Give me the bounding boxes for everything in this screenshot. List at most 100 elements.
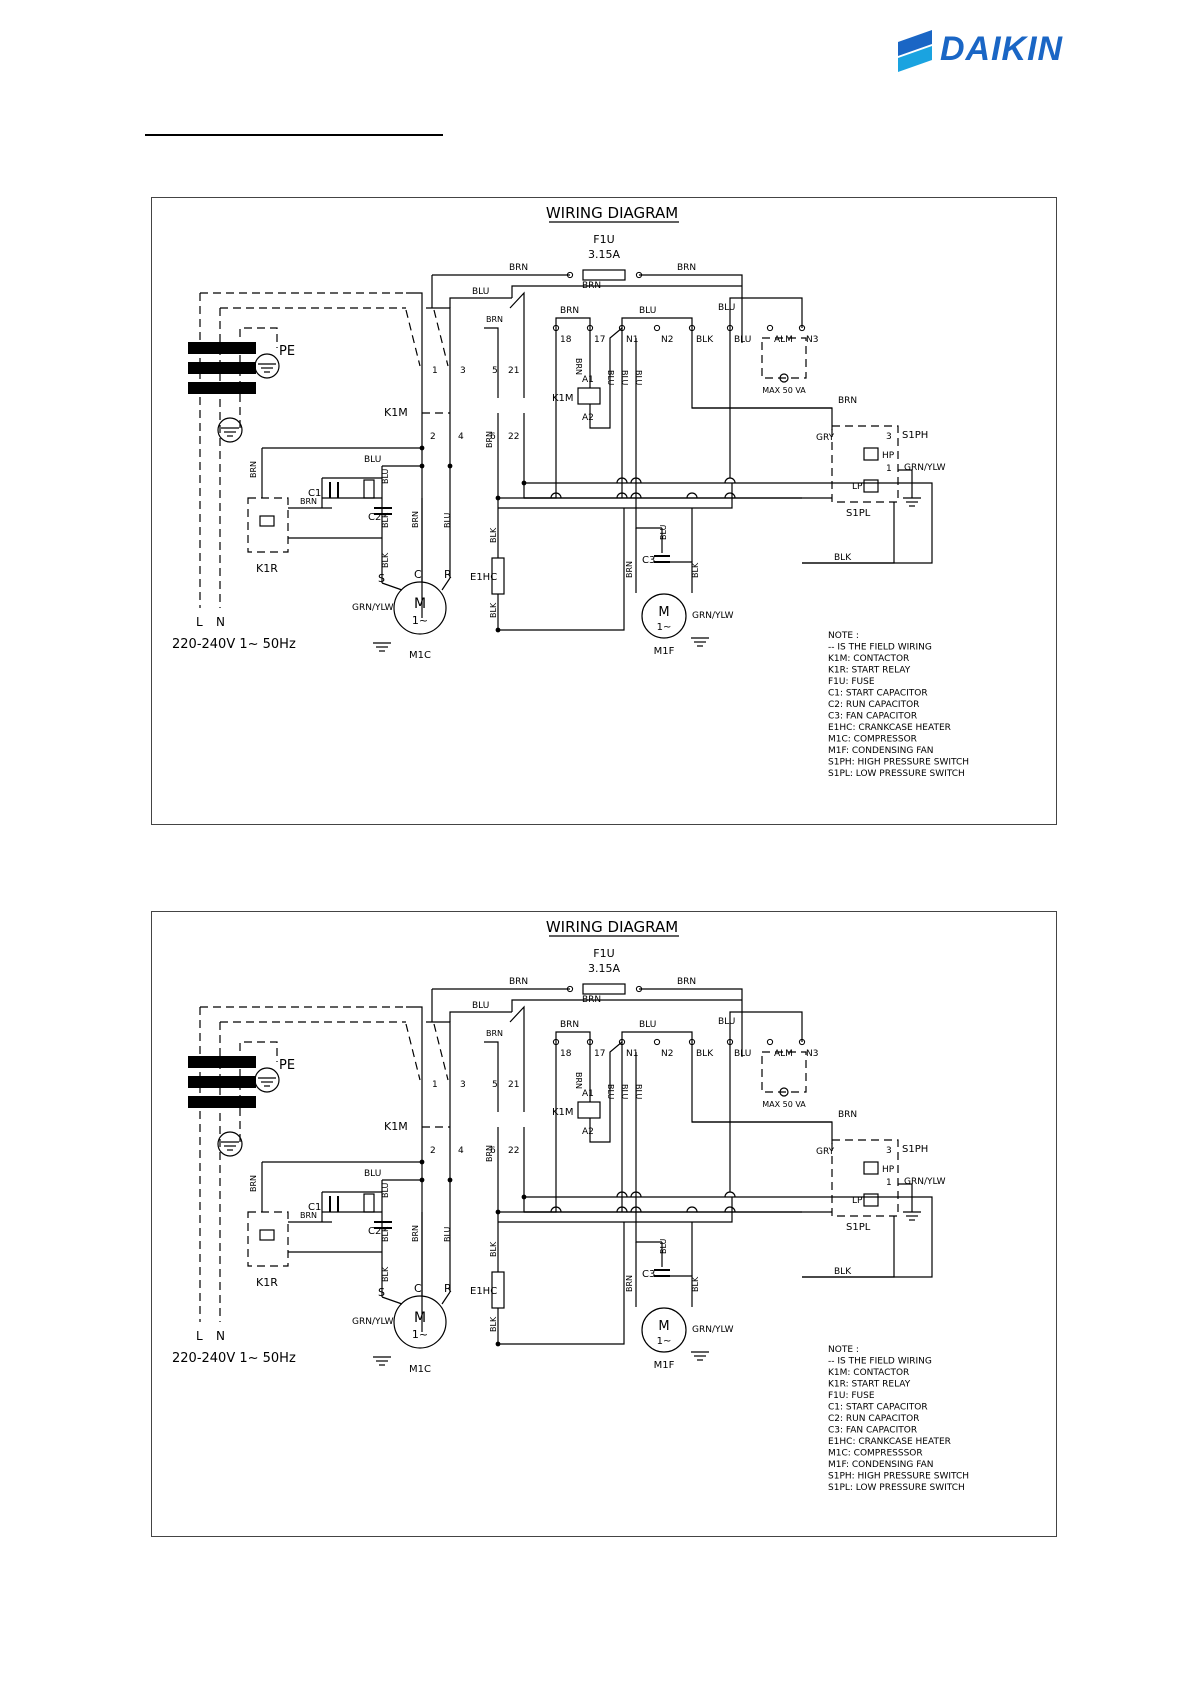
motor-phase-label: 1~	[657, 1336, 672, 1347]
wire-crossover	[630, 477, 642, 484]
wire-crossover	[630, 1206, 642, 1213]
wire-label-blk: BLK	[381, 1226, 390, 1242]
terminal-blk-label: BLK	[696, 335, 714, 345]
wire-label-brn: BRN	[249, 1175, 258, 1192]
wire	[524, 482, 933, 564]
s1ph-label: S1PH	[902, 430, 928, 441]
motor-phase-label: 1~	[412, 614, 428, 627]
wire	[621, 1031, 693, 1042]
terminal-2-label: 2	[430, 1146, 436, 1156]
a1-label: A1	[582, 1089, 594, 1099]
wire	[523, 1127, 832, 1213]
wire-label-brn: BRN	[300, 1211, 317, 1220]
wire	[484, 327, 499, 398]
wire	[449, 1011, 512, 1022]
hp-label: HP	[882, 1165, 895, 1175]
k1m-coil-label: K1M	[552, 1107, 574, 1118]
k1r-label: K1R	[256, 1276, 278, 1289]
wire-label-brn: BRN	[677, 263, 696, 273]
wire-label-brn: BRN	[509, 977, 528, 987]
wire-label-blk: BLK	[489, 1241, 498, 1257]
hp-terminal-3-label: 3	[886, 432, 892, 442]
compressor-m1c	[393, 1295, 447, 1349]
wire-crossover	[616, 477, 628, 484]
compressor-s-label: S	[378, 572, 385, 585]
terminal-4-label: 4	[458, 432, 464, 442]
wire	[729, 297, 803, 328]
wire-crossover	[630, 1191, 642, 1198]
wire-label-gry: GRY	[816, 433, 835, 443]
m1f-label: M1F	[654, 646, 675, 657]
wire-label-brn: BRN	[838, 1110, 857, 1120]
note-line: -- IS THE FIELD WIRING	[828, 643, 932, 653]
note-line: K1M: CONTACTOR	[828, 654, 909, 664]
wire-label-blu: BLU	[364, 455, 381, 465]
motor-m-label: M	[414, 596, 426, 612]
note-line: C3: FAN CAPACITOR	[828, 1426, 917, 1436]
wire	[449, 297, 512, 308]
supply-terminal-block-3	[188, 1096, 256, 1108]
note-line: K1R: START RELAY	[828, 666, 911, 676]
condensing-fan-m1f	[641, 1307, 687, 1353]
wire-label-brn: BRN	[574, 1072, 583, 1089]
note-heading: NOTE :	[828, 631, 859, 641]
alarm-field-box	[761, 337, 807, 379]
note-line: S1PH: HIGH PRESSURE SWITCH	[828, 1472, 969, 1482]
terminal-n1-label: N1	[626, 1049, 638, 1059]
l-label: L	[196, 1329, 203, 1343]
terminal-n1-label: N1	[626, 335, 638, 345]
terminal-alm-label: ALM	[774, 1049, 793, 1059]
s1pl-label: S1PL	[846, 1222, 871, 1233]
k1m-label: K1M	[384, 406, 408, 419]
note-line: S1PL: LOW PRESSURE SWITCH	[828, 769, 965, 779]
pe-ground-icon	[254, 1067, 280, 1093]
terminal-alm	[766, 324, 774, 332]
wire	[621, 317, 693, 328]
wire	[511, 999, 742, 1012]
terminal-blu-label: BLU	[734, 1049, 751, 1059]
alarm-rating-label: MAX 50 VA	[762, 1100, 806, 1109]
wire-label-brn: BRN	[560, 1020, 579, 1030]
note-line: C2: RUN CAPACITOR	[828, 700, 919, 710]
terminal-6-label: 6	[490, 1146, 496, 1156]
wire-label-brn: BRN	[300, 497, 317, 506]
wire-crossover	[686, 492, 698, 499]
junction-dot	[495, 1341, 501, 1347]
junction-dot	[521, 480, 527, 486]
motor-phase-label: 1~	[657, 622, 672, 633]
wire-label-brn: BRN	[625, 561, 634, 578]
wire	[381, 1296, 403, 1305]
wire	[662, 1275, 693, 1307]
compressor-r-label: R	[444, 1282, 452, 1295]
wire	[635, 1212, 662, 1243]
terminal-21-label: 21	[508, 366, 519, 376]
field-wire-pe	[239, 1041, 278, 1142]
wire-crossover	[550, 492, 562, 499]
field-wire-pe	[239, 327, 278, 428]
wire-label-blu: BLU	[381, 1182, 390, 1198]
condensing-fan-m1f	[641, 593, 687, 639]
m1c-label: M1C	[409, 650, 431, 661]
terminal-4-label: 4	[458, 1146, 464, 1156]
s1ph-s1pl-box	[831, 425, 899, 503]
hp-terminal-1-label: 1	[886, 1178, 892, 1188]
wire-label-brn: BRN	[486, 1029, 503, 1038]
wire-label-blu: BLU	[606, 1084, 615, 1100]
wire-label-blk: BLK	[381, 1266, 390, 1282]
lp-switch-icon	[863, 479, 879, 493]
wire	[497, 1222, 625, 1345]
wire	[441, 577, 451, 591]
fuse-rating: 3.15A	[588, 962, 620, 975]
terminal-3-label: 3	[460, 1080, 466, 1090]
wire	[524, 328, 557, 499]
grn-ylw-label: GRN/YLW	[352, 1317, 394, 1327]
terminal-t18-label: 18	[560, 335, 572, 345]
l-label: L	[196, 615, 203, 629]
wire-label-brn: BRN	[411, 1225, 420, 1242]
terminal-5-label: 5	[492, 366, 498, 376]
note-line: C3: FAN CAPACITOR	[828, 712, 917, 722]
wire	[524, 1042, 557, 1213]
wire	[426, 307, 451, 398]
wire-label-blu: BLU	[606, 370, 615, 386]
lp-label: LP	[852, 1196, 863, 1206]
